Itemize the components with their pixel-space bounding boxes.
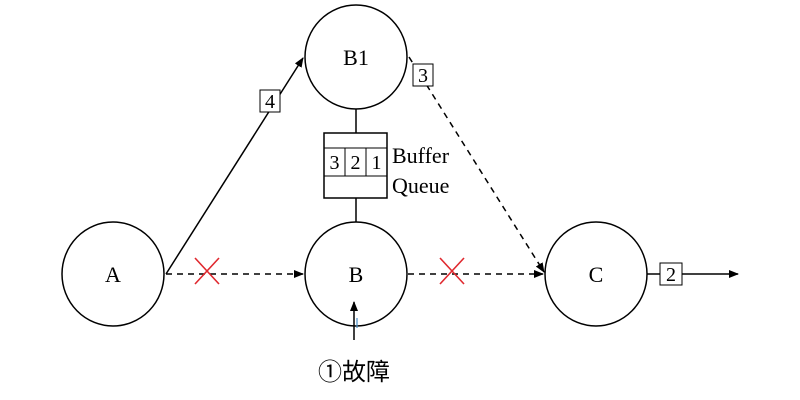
packet-3-box: [412, 63, 434, 87]
link-b1-to-c-dashed: [408, 56, 545, 273]
node-a-label: A: [105, 262, 121, 287]
link-a-to-b1: [165, 57, 304, 275]
failed-link-b-c-cross-icon: [439, 257, 465, 285]
buffer-cell: 1: [372, 152, 382, 174]
packet-4-box: [259, 89, 281, 113]
node-b-label: B: [349, 262, 364, 287]
buffer-label-line2: Queue: [392, 173, 449, 198]
packet-3-label: 3: [418, 65, 428, 87]
node-a-circle: [61, 221, 165, 327]
failed-link-a-b-cross-icon: [194, 257, 220, 285]
node-c-label: C: [589, 262, 604, 287]
buffer-queue-frame: [323, 132, 388, 199]
packet-4-label: 4: [265, 91, 275, 113]
buffer-cell: 2: [351, 152, 361, 174]
packet-2-label: 2: [666, 264, 676, 286]
buffer-cell: 3: [330, 152, 340, 174]
buffer-label-line1: Buffer: [392, 143, 450, 168]
fault-label: ①故障: [318, 359, 390, 386]
node-b1-label: B1: [343, 45, 369, 70]
